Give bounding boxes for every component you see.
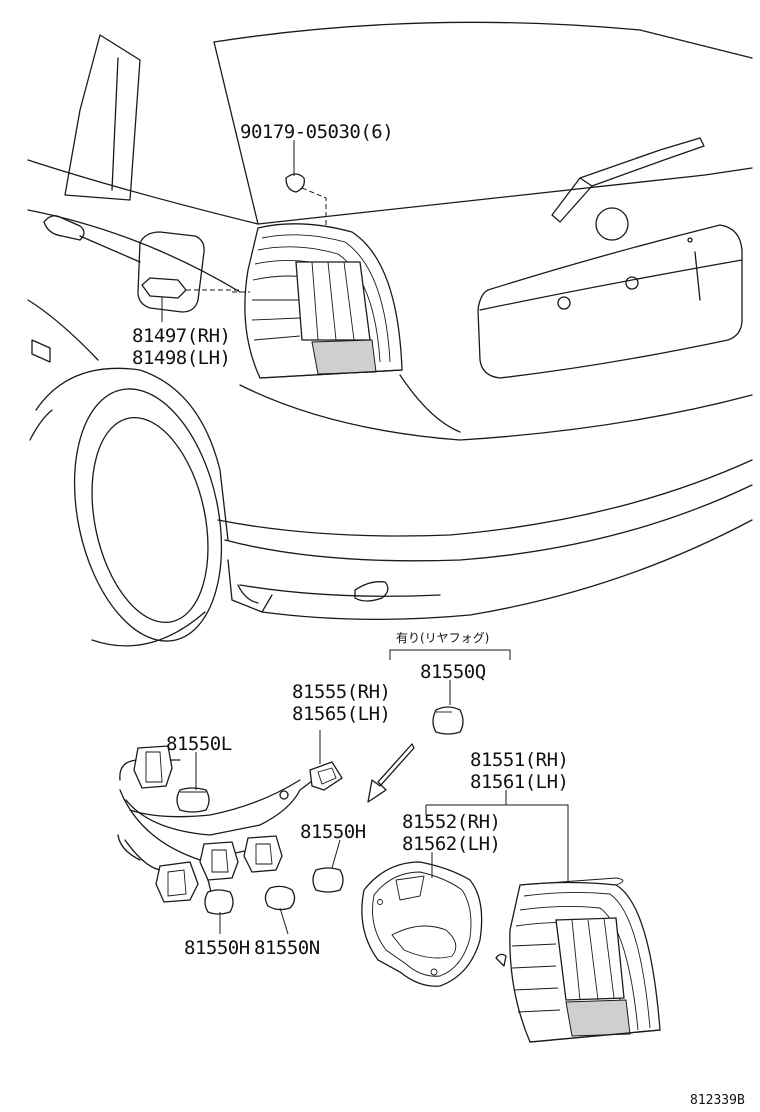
gasket (361, 861, 483, 987)
label-socket-lh: 81498(LH) (132, 347, 230, 369)
label-fog-condition: 有り(リヤフォグ) (396, 631, 489, 645)
assembly-direction-arrow (367, 743, 415, 803)
label-wire-lh: 81565(LH) (292, 703, 390, 725)
diagram-code: 812339B (690, 1093, 745, 1108)
label-gasket-rh: 81552(RH) (402, 811, 500, 833)
label-wire-rh: 81555(RH) (292, 681, 390, 703)
part-labels: 90179-05030(6) 81497(RH) 81498(LH) 有り(リヤ… (132, 121, 745, 1108)
label-socket-rh: 81497(RH) (132, 325, 230, 347)
label-bulb-h-mid: 81550H (300, 821, 366, 843)
leader-lines (161, 140, 569, 935)
bulbs (176, 706, 464, 915)
wire-harness (117, 745, 343, 903)
label-bulb-q: 81550Q (420, 661, 486, 683)
tail-lamp-installed (141, 223, 403, 379)
label-gasket-lh: 81562(LH) (402, 833, 500, 855)
label-bulb-h-bottom: 81550H (184, 937, 250, 959)
car-body-illustration (27, 21, 753, 647)
label-bulb-n: 81550N (254, 937, 320, 959)
label-bolt-nut: 90179-05030(6) (240, 121, 393, 143)
label-bulb-l: 81550L (166, 733, 232, 755)
label-lens-lh: 81561(LH) (470, 771, 568, 793)
label-lens-rh: 81551(RH) (470, 749, 568, 771)
tail-lamp-lens (495, 877, 661, 1043)
